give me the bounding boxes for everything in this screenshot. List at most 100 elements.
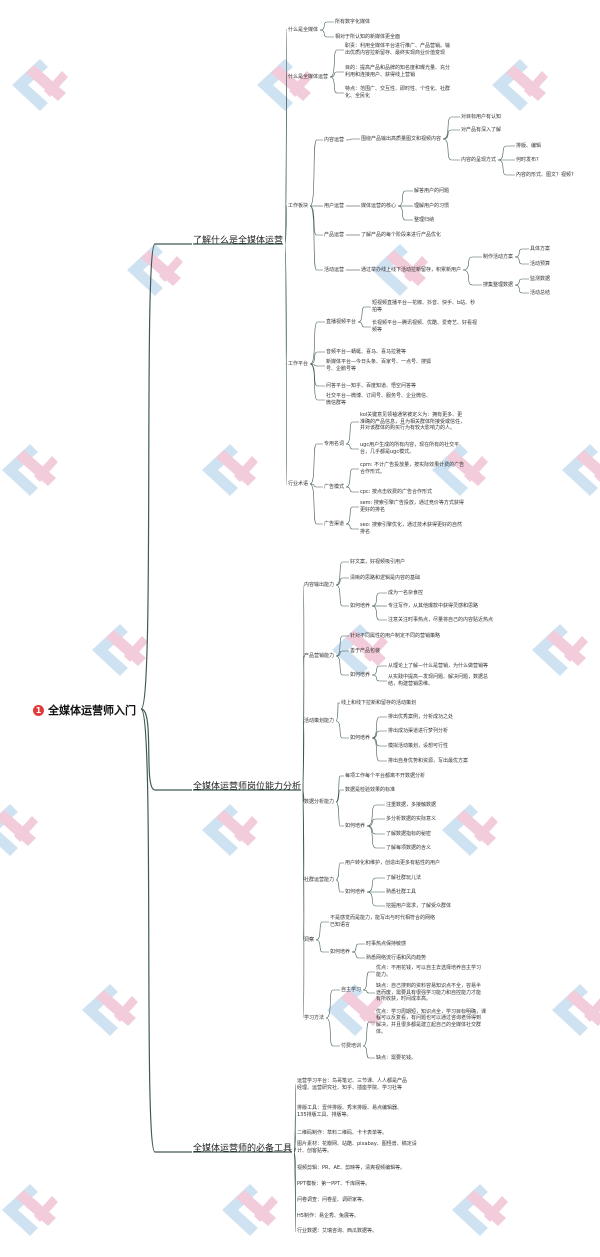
node-n83[interactable]: 挖掘用户需求，了解受众群体 (386, 903, 452, 909)
node-n42[interactable]: kol关键意见领袖通常被定义为：拥有更多、更 准确的产品信息，且为相关群体所接受… (360, 412, 466, 432)
node-n22[interactable]: 产品运营 (324, 232, 345, 238)
node-n58[interactable]: 针对不同属性的用户制定不同的营销策略 (350, 633, 441, 639)
node-n38[interactable]: 问答平台—知乎、百度知道、悟空问答等 (326, 383, 417, 389)
node-n97[interactable]: 排版工具：壹伴排版、秀米排版、易点编辑器、 135排版工具、排版等。 (297, 1105, 403, 1118)
node-n27[interactable]: 具体方案 (530, 246, 551, 252)
node-n40[interactable]: 行业术语 (288, 481, 309, 487)
node-n68[interactable]: 模拟活动策划，设想可行性 (388, 743, 449, 749)
node-n29[interactable]: 搜集整理数据 (483, 282, 514, 288)
node-n20[interactable]: 理解用户的习惯 (414, 203, 450, 209)
node-n101[interactable]: PPT模板：第一PPT、千库网等。 (297, 1181, 371, 1187)
node-n14[interactable]: 排版、编辑 (516, 143, 542, 149)
node-n99[interactable]: 图片素材：花瓣网、站酷、pixabay、图怪兽、稿定设 计、创客贴等。 (297, 1141, 417, 1154)
node-n17[interactable]: 用户运营 (324, 203, 345, 209)
node-n34[interactable]: 短视频直播平台—花椒、抖音、快手、b站、秒 拍等 (372, 300, 476, 313)
node-n89[interactable]: 学习方法 (304, 1015, 325, 1021)
node-n81[interactable]: 了解社群玩儿法 (386, 875, 422, 881)
node-n51[interactable]: 好文案，好视频吸引用户 (350, 559, 406, 565)
node-n75[interactable]: 多分析数据的实际意义 (386, 816, 437, 822)
node-n79[interactable]: 用户转化和维护，创造出更多有粘性的用户 (345, 860, 441, 866)
node-n11[interactable]: 对目标用户有认知 (461, 114, 502, 120)
node-n43[interactable]: ugc用户生成的所有内容，现在所有的社交平 台，几乎都是ugc模式。 (360, 442, 460, 455)
node-n77[interactable]: 了解每项数据的含义 (386, 845, 432, 851)
node-n57[interactable]: 产品营销能力 (304, 653, 335, 659)
node-n32[interactable]: 工作平台 (288, 361, 309, 367)
node-n48[interactable]: sem: 搜索引擎广告投放，通过竞价等方式获得 更好的排名 (360, 500, 464, 513)
node-n13[interactable]: 内容的呈现方式 (461, 157, 497, 163)
node-n72[interactable]: 数据是检验效果的标准 (345, 787, 396, 793)
node-n95[interactable]: 缺点：需要花钱。 (376, 1055, 417, 1061)
node-n64[interactable]: 线上和线下拉新和留存的活动策划 (341, 700, 417, 706)
node-n30[interactable]: 监测数据 (530, 276, 551, 282)
node-n70[interactable]: 数据分析能力 (304, 799, 335, 805)
node-n67[interactable]: 排出成功渠道进行梦列分析 (388, 728, 449, 734)
node-n87[interactable]: 时事热点保持敏感 (366, 941, 407, 947)
node-n35[interactable]: 长视频平台—腾讯视频、优酷、爱奇艺、好看视 频等 (372, 320, 478, 333)
node-n102[interactable]: 问卷调查：问卷星、调研家等。 (297, 1197, 368, 1203)
node-n46[interactable]: cpc: 按点击收费的广告合作形式 (360, 489, 432, 495)
node-n86[interactable]: 如何培养 (330, 949, 351, 955)
node-n18[interactable]: 媒体运营的核心 (361, 203, 397, 209)
node-n49[interactable]: seo: 搜索引擎优化，通过技术获得更好的自然 排名 (360, 522, 463, 535)
node-n2[interactable]: 所有数字化媒体 (335, 19, 371, 25)
node-n5[interactable]: 职责：利用全媒体平台进行推广、产品营销。输 出优质内容拉新留存、最终实现商业价值… (345, 43, 451, 56)
node-n37[interactable]: 新媒体平台—今日头条、百家号、一点号、搜狐 号、企鹅号等 (326, 359, 432, 372)
node-n82[interactable]: 熟悉社群工具 (386, 889, 417, 895)
node-n26[interactable]: 制作活动方案 (483, 254, 514, 260)
node-n8[interactable]: 工作板块 (288, 203, 309, 209)
node-n6[interactable]: 目的：提高产品和品牌的知名度和曝光量、充分 利用和连接用户、获得线上营销 (345, 65, 451, 78)
node-n25[interactable]: 通过举办线上线下活动拉新留存，积累新用户 (361, 267, 462, 273)
node-n62[interactable]: 从实践中提高—发现问题、解决问题，数据总 结，构建营销思维。 (388, 674, 489, 687)
node-n91[interactable]: 优点：不用花钱，可以自主去选择培养自主学习 能力。 (376, 965, 482, 978)
node-n73[interactable]: 如何培养 (345, 823, 366, 829)
node-n33[interactable]: 直播视频平台 (326, 319, 357, 325)
node-n1[interactable]: 什么是全媒体 (288, 27, 319, 33)
node-n71[interactable]: 每项工作每个平台都离不开数据分析 (345, 773, 426, 779)
node-n66[interactable]: 排出优秀案例，分析成功之处 (388, 714, 454, 720)
node-n36[interactable]: 音频平台—蜻蜓、喜马、喜马拉雅等 (326, 349, 407, 355)
node-n23[interactable]: 了解产品的每个阶段来进行产品优化 (361, 232, 442, 238)
node-n7[interactable]: 特点：范围广、交互性、即时性、个性化、社群 化、全民化 (345, 86, 451, 99)
node-n88[interactable]: 熟悉网络流行语和风向趋势 (366, 955, 427, 961)
node-n21[interactable]: 整理归纳 (414, 217, 435, 223)
node-n94[interactable]: 优点：学习周期短，知识点全，学习目标明确，课 程可以反复看，有问题也可以通过咨询… (376, 1008, 487, 1035)
node-n63[interactable]: 活动策划能力 (304, 718, 335, 724)
node-n56[interactable]: 注意关注时事热点，尽量将自己的内容贴近热点 (388, 617, 494, 623)
node-n61[interactable]: 从理论上了解—什么是营销，为什么做营销等 (388, 663, 489, 669)
node-n78[interactable]: 社群运营能力 (304, 877, 335, 883)
node-n28[interactable]: 活动预算 (530, 261, 551, 267)
node-n55[interactable]: 专注写作，从其他爆款中获得灵感和思路 (388, 603, 479, 609)
node-n45[interactable]: cpm: 不计广告投放量，按实际效果计费的广告 合作形式。 (360, 462, 465, 475)
branch-b2[interactable]: 全媒体运营师岗位能力分析 (193, 782, 302, 792)
node-n53[interactable]: 如何培养 (350, 603, 371, 609)
node-n90[interactable]: 自主学习 (341, 987, 362, 993)
branch-b3[interactable]: 全媒体运营师的必备工具 (193, 1144, 293, 1154)
node-n92[interactable]: 缺点：自己搜到的资料容易知识点不全，容易半 途而废，需要具有很强学习能力和自控能… (376, 983, 482, 1003)
node-n31[interactable]: 活动总结 (530, 290, 551, 296)
node-n74[interactable]: 注重数据，多接触数据 (386, 802, 437, 808)
node-n4[interactable]: 什么是全媒体运营 (288, 74, 329, 80)
node-n60[interactable]: 如何培养 (350, 672, 371, 678)
node-n52[interactable]: 清晰的思路和逻辑是内容的基础 (350, 575, 421, 581)
node-n76[interactable]: 了解数据指标的秘密 (386, 831, 432, 837)
node-n24[interactable]: 活动运营 (324, 267, 345, 273)
node-n84[interactable]: 洞察 (304, 937, 315, 943)
node-n96[interactable]: 运营学习平台：鸟哥笔记、三节课、人人都是产品 经理、运营研究社、知乎、插座学院、… (297, 1078, 408, 1091)
node-n39[interactable]: 社交平台—微博、订阅号、服务号、企业微信、 微信群等 (326, 393, 432, 406)
node-n3[interactable]: 相对于所认知的新媒体更全面 (335, 34, 401, 40)
node-n98[interactable]: 二维码制作：草料二维码、卡卡表单等。 (297, 1130, 388, 1136)
node-n19[interactable]: 解答用户的问题 (414, 188, 450, 194)
node-n41[interactable]: 专用名词 (324, 441, 345, 447)
node-n85[interactable]: 不是感觉而是能力，能写出与时代相符合的网络 已知语言 (330, 915, 436, 928)
node-n69[interactable]: 排出自身优势和资源，写出最优方案 (388, 758, 469, 764)
node-n104[interactable]: 行业数据：艾瑞咨询、西瓜数据等。 (297, 1228, 378, 1234)
node-n100[interactable]: 视频剪辑：PR、AE、剪映等，清爽视频编辑等。 (297, 1165, 406, 1171)
node-n12[interactable]: 对产品有深入了解 (461, 127, 502, 133)
node-n93[interactable]: 付费培训 (341, 1043, 362, 1049)
node-n80[interactable]: 如何培养 (345, 889, 366, 895)
node-n44[interactable]: 广告模式 (324, 484, 345, 490)
node-n15[interactable]: 何时发布? (516, 157, 539, 163)
node-n10[interactable]: 围绕产品输出高质量图文和视频内容 (361, 136, 442, 142)
node-n16[interactable]: 內容的形式、图文？视频? (516, 172, 574, 178)
